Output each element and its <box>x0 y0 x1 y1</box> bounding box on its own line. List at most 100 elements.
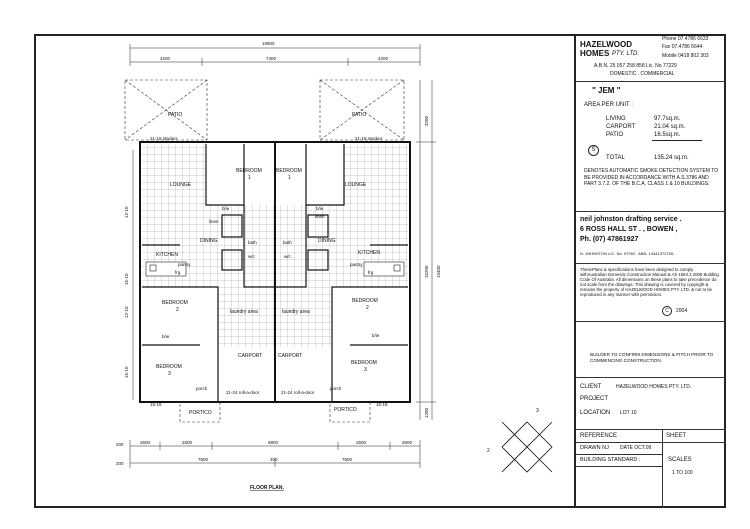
stacker-right-label: 21-18 stacker <box>355 136 383 141</box>
dim-bottom-2: 2500 <box>182 440 193 445</box>
area-value-carport: 21.04 sq.m. <box>654 124 686 130</box>
lounge-left-label: LOUNGE <box>170 182 192 188</box>
elevation-label-top: 3 <box>536 408 539 414</box>
location-value: LOT 10 <box>620 410 637 416</box>
dim-bottom-3: 6800 <box>268 440 279 445</box>
dim-bottom-6: 7600 <box>198 457 209 462</box>
reference-rule-1 <box>576 442 726 443</box>
kitchen-left-label: KITCHEN <box>156 252 178 258</box>
company-types: DOMESTIC . COMMERCIAL <box>610 71 675 77</box>
dim-bottom-7: 200 <box>270 457 278 462</box>
area-label-patio: PATIO <box>606 132 624 138</box>
bath-left-label: bath <box>248 240 257 245</box>
reference-divider <box>662 430 663 508</box>
patio-outlines <box>124 79 405 141</box>
patio-right-label: PATIO <box>352 112 366 118</box>
client-section: CLIENT HAZELWOOD HOMES PTY. LTD. PROJECT… <box>576 378 726 430</box>
laundry-right-label: laundry area <box>282 309 310 315</box>
scales-label: SCALES <box>668 457 692 463</box>
builder-note: BUILDER TO CONFIRM DIMENSIONS & PITCH PR… <box>590 352 714 363</box>
reference-rule-2 <box>576 454 662 455</box>
drafting-service: neil johnston drafting service . 6 ROSS … <box>576 212 726 264</box>
area-label-carport: CARPORT <box>606 124 636 130</box>
dim-side-1: 200 <box>116 442 124 447</box>
copyright-symbol: C <box>662 306 672 316</box>
window-left-bottom: 15-18 <box>150 402 162 407</box>
client-label: CLIENT <box>580 384 602 390</box>
floor-plan-title: FLOOR PLAN. <box>250 485 284 491</box>
company-abn: A.B.N. 25 057 258 858 Lic. No 77229 <box>594 63 677 69</box>
dimension-lines-right <box>416 80 436 420</box>
dim-bottom-5: 2600 <box>402 440 413 445</box>
copyright-year: 2004 <box>676 308 688 314</box>
wc-right-label: w/c <box>284 254 292 259</box>
reference-section: REFERENCE SHEET DRAWN NJ DATE OCT.09 BUI… <box>576 430 726 508</box>
bedroom1-left-label: BEDROOM <box>236 168 262 174</box>
scales-value: 1 TO 100 <box>672 470 693 476</box>
kitchen-right-label: KITCHEN <box>358 250 380 256</box>
area-value-living: 97.7sq.m. <box>654 116 681 122</box>
company-header: HAZELWOOD HOMES PTY. LTD. Phone 07.4786 … <box>576 34 726 82</box>
company-phone: Phone 07.4786 6633 <box>662 36 709 42</box>
area-total-rule <box>652 140 702 141</box>
dim-bottom-8: 7600 <box>342 457 353 462</box>
project-info: " JEM " AREA PER UNIT : LIVING 97.7sq.m.… <box>576 82 726 212</box>
dim-bottom-4: 2500 <box>356 440 367 445</box>
robe-right-2: b/ie <box>372 333 380 338</box>
bedroom3-left-label: BEDROOM <box>156 364 182 370</box>
dim-right-3: 19400 <box>436 265 441 278</box>
stacker-left-label: 21-18 stacker <box>150 136 178 141</box>
dim-left-3: 12-10 <box>124 306 129 318</box>
dim-right-1: 3200 <box>424 115 429 126</box>
elevation-marker <box>501 421 553 473</box>
copyright-text: ThesePlans & specifications have been de… <box>580 267 719 297</box>
location-label: LOCATION <box>580 410 611 416</box>
carport-left-label: CARPORT <box>238 353 262 359</box>
title-block: HAZELWOOD HOMES PTY. LTD. Phone 07.4786 … <box>574 34 726 508</box>
bedroom3-right-number: 3 <box>364 367 367 373</box>
dimension-lines-bottom <box>129 440 421 468</box>
dim-right-4: 1200 <box>424 407 429 418</box>
drawing-sheet-border <box>34 34 726 508</box>
smoke-detector-note: DENOTES AUTOMATIC SMOKE DETECTION SYSTEM… <box>584 168 719 187</box>
dim-left-1: 12-10 <box>124 206 129 218</box>
bedroom2-right-number: 2 <box>366 305 369 311</box>
drafting-licence: N. JOHNSTON LIC. No. 57092 . ABN. 144413… <box>580 251 676 256</box>
smoke-detector-symbol: S <box>588 145 599 156</box>
reference-label: REFERENCE <box>580 433 618 439</box>
dim-top-2: 7400 <box>266 56 277 61</box>
area-label-living: LIVING <box>606 116 626 122</box>
bedroom2-left-number: 2 <box>176 307 179 313</box>
project-name: " JEM " <box>592 86 621 95</box>
window-right-bottom: 15-18 <box>376 402 388 407</box>
building-standard-label: BUILDING STANDARD : <box>580 457 641 463</box>
building-walls <box>139 141 411 403</box>
dimension-lines-top <box>129 44 421 66</box>
dining-left-label: DINING <box>200 238 218 244</box>
dim-top-3: 4200 <box>378 56 389 61</box>
dining-right-label: DINING <box>318 238 336 244</box>
bedroom1-left-number: 1 <box>248 175 251 181</box>
drawn-date: DATE OCT.09 <box>620 445 652 451</box>
dim-left-2: 15-10 <box>124 273 129 285</box>
reference-rule-3 <box>576 466 662 467</box>
project-label: PROJECT <box>580 396 609 402</box>
portico-outlines <box>179 401 371 423</box>
copyright-section: ThesePlans & specifications have been de… <box>576 264 726 322</box>
area-total-value: 135.24 sq.m. <box>654 155 689 161</box>
robe-right-1: b/ie <box>316 206 324 211</box>
bedroom1-right-number: 1 <box>288 175 291 181</box>
linen-left-label: linen <box>209 219 219 224</box>
company-fax: Fax 07.4786 6644 <box>662 44 703 50</box>
laundry-left-label: laundry area <box>230 309 258 315</box>
bedroom1-right-label: BEDROOM <box>276 168 302 174</box>
interior-walls <box>142 144 408 402</box>
dim-side-2: 200 <box>116 461 124 466</box>
bedroom3-left-number: 3 <box>168 371 171 377</box>
sheet-label: SHEET <box>666 433 687 439</box>
pantry-left-label: pantry <box>178 262 191 267</box>
wc-left-label: w/c <box>248 254 256 259</box>
rolldoor-left-label: 21-24 roll-a-door <box>226 390 260 395</box>
dim-overall-top: 15800 <box>262 41 275 46</box>
drawn-label: DRAWN NJ <box>580 445 609 451</box>
